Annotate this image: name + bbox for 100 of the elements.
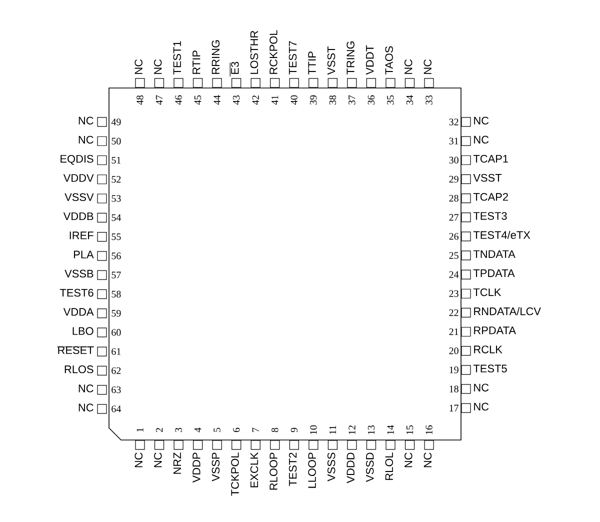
pin-name: TCAP2 [473, 193, 508, 201]
pin-name: RCLK [474, 346, 502, 354]
pin-name: TTIP [308, 52, 316, 75]
pin-number: 49 [111, 118, 121, 126]
pin-number: 31 [449, 138, 458, 144]
pin-number: 9 [290, 428, 298, 432]
pin-number: 17 [450, 404, 459, 412]
pin-name: RCKPOL [270, 30, 278, 74]
pin-number: 6 [233, 428, 240, 432]
pin-number: 47 [156, 95, 162, 105]
pin-number: 44 [214, 95, 220, 105]
pin-name: RNDATA/LCV [474, 307, 541, 316]
pin-name: VDDT [366, 45, 374, 75]
pin-name: IREF [70, 232, 94, 240]
pin-number: 10 [310, 425, 317, 434]
pin-number: 16 [426, 425, 432, 434]
pin-name: VSSB [64, 270, 94, 278]
pin-name: TAOS [385, 46, 393, 75]
pin-name: EXCLK [250, 452, 258, 488]
pin-name: VSST [473, 174, 502, 182]
pin-name: NC [404, 452, 412, 468]
pin-name: VSSV [64, 193, 94, 201]
pin-name: NC [424, 452, 432, 468]
pin-number: 28 [449, 194, 458, 202]
pin-name: RLOL [385, 452, 394, 480]
pin-name: RESET [56, 346, 94, 354]
pin-name: LBO [72, 327, 94, 335]
pin-number: 56 [112, 252, 121, 260]
pin-name: EQDIS [60, 155, 94, 165]
pin-number: 43 [232, 95, 240, 105]
pin-number: 61 [112, 348, 121, 355]
pin-name: NC [474, 136, 489, 144]
pin-number: 2 [156, 428, 163, 432]
pin-number: 12 [348, 426, 356, 434]
pin-name: VDDP [192, 452, 200, 483]
pin-name: E3 [230, 62, 239, 77]
pin-name: TNDATA [473, 250, 516, 258]
pin-number: 3 [175, 428, 182, 432]
pin-number: 30 [449, 156, 458, 164]
pin-name: VSST [327, 46, 336, 75]
pin-number: 60 [112, 329, 121, 336]
pin-number: 48 [136, 95, 144, 105]
pin-name: NC [78, 136, 94, 144]
pin-number: 40 [290, 95, 298, 105]
pin-number: 37 [348, 95, 356, 104]
pin-name: TEST7 [288, 41, 297, 75]
pin-name: TEST5 [473, 364, 507, 372]
pin-name: VDDD [346, 452, 354, 484]
pin-name: TCKPOL [231, 452, 239, 496]
pin-name: NRZ [173, 452, 181, 474]
pin-name: NC [78, 404, 94, 412]
pin-name: VSSD [366, 452, 374, 482]
pin-number: 53 [112, 195, 121, 202]
pin-number: 22 [449, 309, 458, 316]
pin-number: 26 [449, 233, 458, 240]
pin-number: 39 [310, 95, 317, 104]
pin-name: VDDB [63, 212, 94, 220]
pin-number: 63 [112, 386, 121, 394]
pin-name: NC [424, 59, 432, 74]
pin-name: RTIP [192, 50, 200, 74]
pin-name: NC [474, 116, 489, 124]
pin-name: RLOS [64, 365, 94, 374]
pin-name: TCLK [473, 288, 502, 296]
pin-name: NC [154, 452, 162, 468]
pin-number: 19 [450, 366, 458, 374]
pin-number: 38 [329, 95, 336, 104]
pin-number: 54 [112, 214, 122, 221]
pin-number: 20 [449, 347, 458, 354]
pin-number: 7 [252, 428, 259, 432]
pin-name: NC [154, 59, 162, 74]
pin-name: TEST3 [473, 212, 507, 220]
pin-number: 21 [449, 328, 458, 336]
pin-name: RLOOP [270, 452, 278, 490]
pin-number: 59 [112, 310, 121, 317]
pin-number: 11 [329, 426, 336, 434]
pin-name: VDDV [63, 174, 94, 182]
pin-number: 13 [368, 425, 375, 434]
pin-name: NC [474, 402, 489, 411]
pin-number: 34 [406, 95, 414, 104]
pin-number: 4 [194, 428, 202, 432]
pin-number: 8 [272, 428, 278, 432]
pin-name: NC [404, 59, 412, 74]
pin-number: 57 [112, 272, 121, 278]
pin-name: RRING [212, 40, 220, 74]
pin-name: TEST1 [173, 41, 181, 75]
pin-name: TEST6 [60, 288, 94, 297]
pin-number: 42 [252, 96, 259, 105]
pin-number: 62 [112, 367, 121, 374]
pin-number: 33 [426, 95, 432, 104]
pin-name: LLOOP [308, 452, 316, 488]
pin-number: 55 [112, 233, 121, 240]
pin-name: TRING [346, 42, 354, 75]
pin-number: 1 [136, 428, 144, 432]
pin-name: TCAP1 [473, 154, 508, 163]
pin-number: 35 [387, 95, 394, 104]
pin-number: 27 [449, 214, 459, 221]
pin-number: 24 [449, 271, 459, 278]
pin-number: 45 [194, 95, 202, 105]
pin-name: TEST2 [288, 452, 297, 486]
pin-number: 52 [112, 176, 121, 183]
